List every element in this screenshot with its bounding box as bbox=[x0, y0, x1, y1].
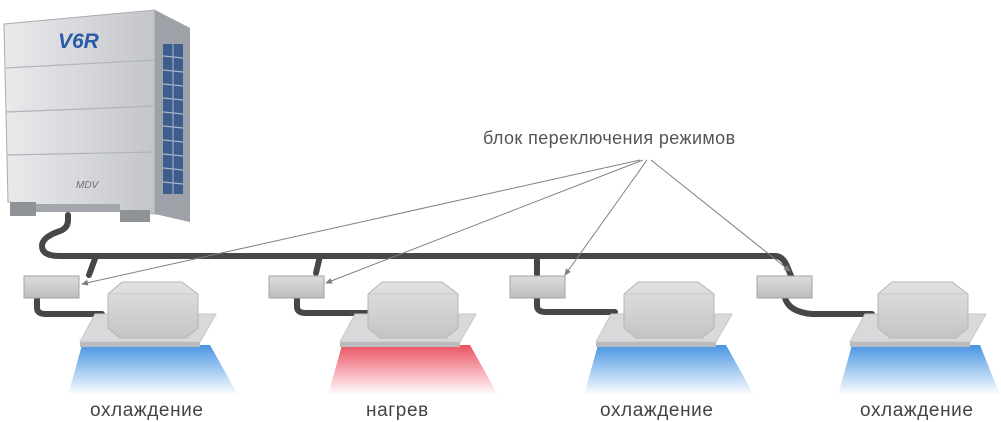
airflow-heat-2 bbox=[328, 345, 498, 395]
mode-switch-box-4 bbox=[756, 275, 813, 299]
mode-switch-annotation: блок переключения режимов bbox=[483, 128, 736, 148]
indoor-unit-2-mode-label: нагрев bbox=[366, 400, 429, 421]
brand-mark-text: V6R bbox=[58, 30, 100, 53]
indoor-unit-4 bbox=[849, 281, 987, 347]
indoor-unit-3 bbox=[595, 281, 733, 347]
indoor-unit-1-mode-label: охлаждение bbox=[90, 400, 204, 421]
mode-switch-box-3 bbox=[509, 275, 566, 299]
indoor-unit-4-mode-label: охлаждение bbox=[860, 400, 974, 421]
indoor-unit-3-mode-label: охлаждение bbox=[600, 400, 714, 421]
logo-text: MDV bbox=[76, 180, 100, 191]
outdoor-unit: V6R MDV bbox=[3, 9, 190, 222]
refrigerant-piping bbox=[34, 212, 875, 317]
annotation-arrows bbox=[81, 159, 791, 286]
indoor-unit-1 bbox=[79, 281, 217, 347]
airflow-cool-1 bbox=[68, 345, 238, 395]
side-vent-grille bbox=[162, 44, 184, 194]
airflow-cool-4 bbox=[838, 345, 1000, 395]
mode-switch-box-1 bbox=[23, 275, 80, 299]
mode-switch-box-2 bbox=[268, 275, 325, 299]
indoor-unit-2 bbox=[339, 281, 477, 347]
airflow-cool-3 bbox=[584, 345, 754, 395]
